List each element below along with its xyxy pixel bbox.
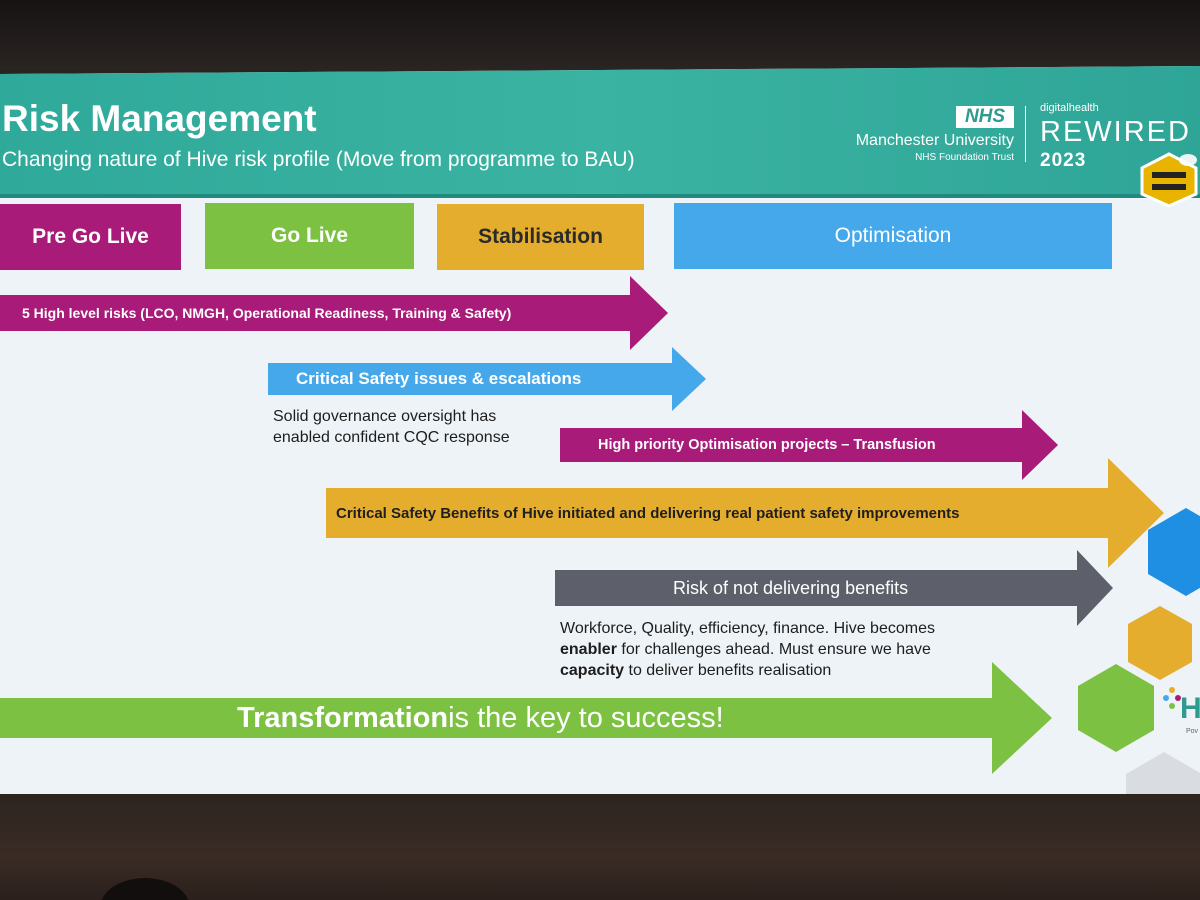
benefits-note-line-2: enabler for challenges ahead. Must ensur… [560,639,935,660]
hexagon-grey-decoration [1126,752,1200,794]
governance-note-line: enabled confident CQC response [273,429,510,446]
phase-optimisation: Optimisation [674,203,1112,269]
arrow-label: Transformation is the key to success! [0,698,724,738]
phase-label: Pre Go Live [32,225,149,248]
hive-logo-letter: H [1180,692,1200,725]
header-rule [0,194,1200,198]
capacity-emphasis: capacity [560,662,625,679]
benefits-note-text: for challenges ahead. Must ensure we hav… [616,641,931,658]
room-ceiling [0,0,1200,70]
slide-title: Risk Management [2,98,317,139]
arrow-shape [0,276,668,350]
rewired-kicker: digitalhealth [1040,102,1099,114]
hexagon-orange-decoration [1128,606,1192,680]
transformation-emphasis: Transformation [237,701,449,734]
arrow-critical-safety-issues: Critical Safety issues & escalations [268,347,706,411]
hive-logo-tagline: Pov [1186,728,1199,735]
arrow-shape [268,347,706,411]
hexagon-blue-decoration [1148,508,1200,596]
arrow-optimisation-projects: High priority Optimisation projects – Tr… [560,410,1058,480]
benefits-note-line-1: Workforce, Quality, efficiency, finance.… [560,620,935,637]
hexagon-green-decoration [1078,664,1154,752]
phase-stabilisation: Stabilisation [437,204,644,270]
phase-label: Optimisation [834,224,952,247]
arrow-label: Risk of not delivering benefits [673,577,909,598]
arrow-label: 5 High level risks (LCO, NMGH, Operation… [22,305,512,321]
nhs-badge: NHS [956,106,1014,128]
nhs-trust-name: Manchester University [855,132,1014,149]
enabler-emphasis: enabler [560,641,617,658]
arrow-risk-not-delivering: Risk of not delivering benefits [555,550,1113,626]
phase-label: Stabilisation [478,225,603,248]
nhs-trust-type: NHS Foundation Trust [915,152,1014,163]
arrow-safety-benefits: Critical Safety Benefits of Hive initiat… [326,458,1164,568]
nhs-trust-logo: NHS Manchester University NHS Foundation… [836,106,1016,166]
arrow-high-level-risks: 5 High level risks (LCO, NMGH, Operation… [0,276,668,350]
arrow-shape [560,410,1058,480]
benefits-note-text: to deliver benefits realisation [624,662,832,679]
rewired-logo: digitalhealth REWIRED 2023 [1040,102,1200,172]
audience-head-silhouette [100,878,190,900]
phase-label: Go Live [270,224,349,247]
governance-note-line: Solid governance oversight has [273,408,497,425]
arrow-label: Critical Safety issues & escalations [296,369,582,388]
arrow-label: High priority Optimisation projects – Tr… [598,437,936,453]
rewired-word: REWIRED [1040,116,1191,148]
arrow-shape [326,458,1164,568]
arrow-label: Critical Safety Benefits of Hive initiat… [336,504,960,522]
slide-header [0,66,1200,194]
bee-icon [1140,152,1198,208]
governance-note: Solid governance oversight has enabled c… [273,406,510,448]
rewired-year: 2023 [1040,150,1087,171]
benefits-note-line-3: capacity to deliver benefits realisation [560,660,935,681]
slide-subtitle: Changing nature of Hive risk profile (Mo… [2,148,635,171]
phase-go-live: Go Live [205,203,414,269]
transformation-text: is the key to success! [448,701,724,734]
hive-dots-icon [1163,687,1181,709]
arrow-transformation: Transformation is the key to success! [0,662,1052,774]
arrow-shape [0,662,1052,774]
benefits-note: Workforce, Quality, efficiency, finance.… [560,618,935,681]
projected-slide: Risk Management Changing nature of Hive … [0,66,1200,794]
arrow-shape [555,550,1113,626]
logo-divider [1025,106,1026,162]
phase-pre-go-live: Pre Go Live [0,204,181,270]
room-floor [0,790,1200,900]
